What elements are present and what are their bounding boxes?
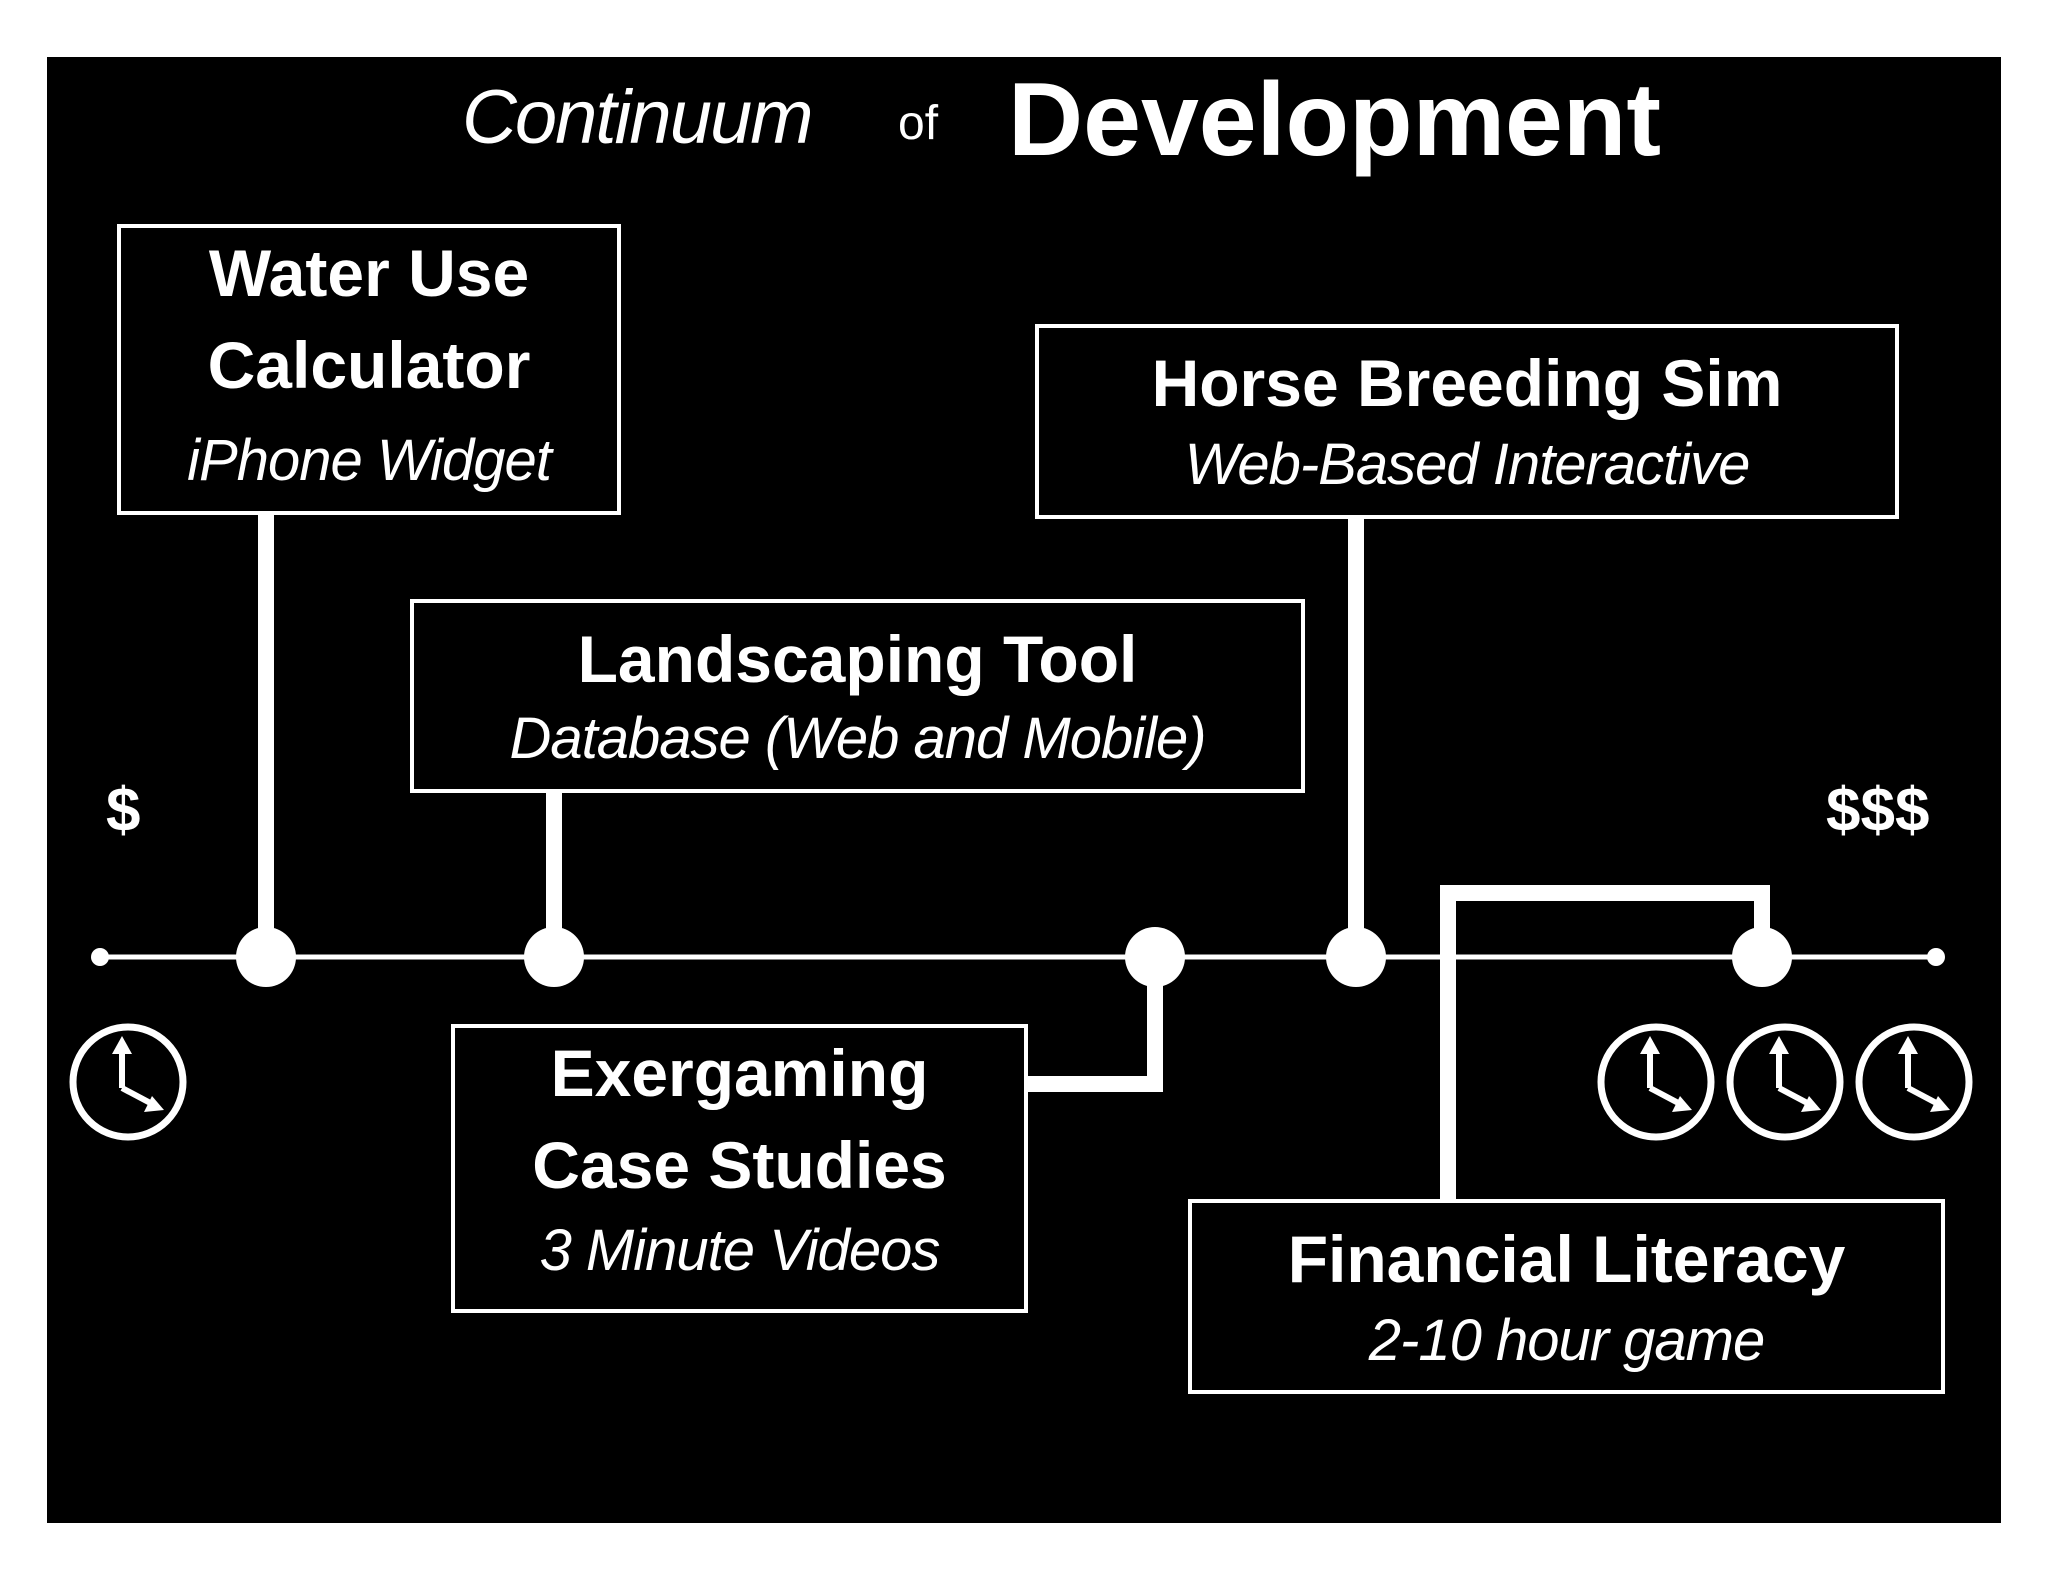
exergaming-title-line2: Case Studies	[532, 1128, 947, 1202]
financial-literacy-subtitle: 2-10 hour game	[1368, 1308, 1765, 1373]
clock-icon	[69, 1023, 187, 1141]
horse-breeding-subtitle: Web-Based Interactive	[1184, 432, 1751, 497]
exergaming-connector	[1026, 957, 1163, 1092]
title-of: of	[898, 97, 939, 150]
landscaping-node	[524, 927, 584, 987]
water-use-title-line1: Water Use	[208, 236, 530, 310]
exergaming-subtitle: 3 Minute Videos	[539, 1218, 941, 1283]
water-use-box	[117, 224, 621, 515]
financial-literacy-title: Financial Literacy	[1287, 1222, 1846, 1296]
axis-end-dot	[1927, 948, 1945, 966]
title-development: Development	[1008, 62, 1662, 178]
water-use-title-line2: Calculator	[207, 328, 531, 402]
horse-breeding-node	[1326, 927, 1386, 987]
financial-literacy-connector	[1440, 885, 1770, 1201]
cost-low-label: $	[106, 776, 141, 845]
title-continuum: Continuum	[462, 75, 814, 160]
exergaming-node	[1125, 927, 1185, 987]
horse-breeding-box	[1035, 324, 1899, 519]
water-use-node	[236, 927, 296, 987]
horse-breeding-title: Horse Breeding Sim	[1151, 346, 1783, 420]
financial-literacy-node	[1732, 927, 1792, 987]
exergaming-box	[451, 1024, 1028, 1313]
landscaping-subtitle: Database (Web and Mobile)	[509, 706, 1206, 771]
cost-high-label: $$$	[1826, 776, 1930, 845]
exergaming-title-line1: Exergaming	[550, 1036, 929, 1110]
clock-icon	[1855, 1023, 1973, 1141]
clock-icon	[1597, 1023, 1715, 1141]
clock-icon	[1726, 1023, 1844, 1141]
landscaping-box	[410, 599, 1305, 793]
water-use-subtitle: iPhone Widget	[187, 428, 552, 493]
axis-start-dot	[91, 948, 109, 966]
financial-literacy-box	[1188, 1199, 1945, 1394]
landscaping-title: Landscaping Tool	[577, 622, 1138, 696]
